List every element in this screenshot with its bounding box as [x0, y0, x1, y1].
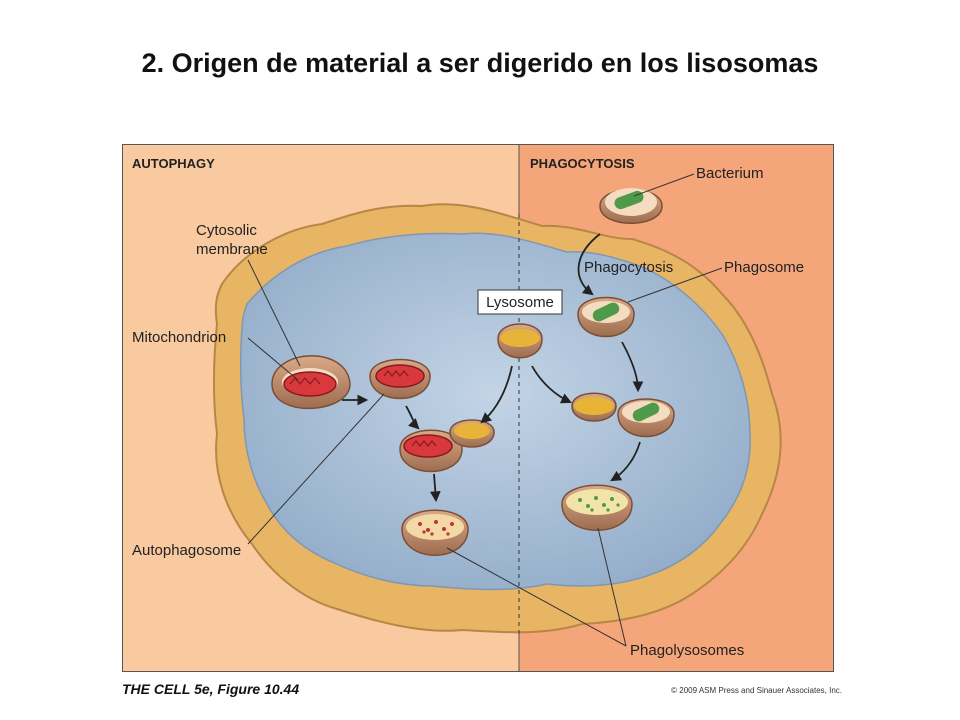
phagolysosomes-label: Phagolysosomes — [630, 642, 744, 659]
phagosome — [577, 296, 635, 338]
figure-panel: AUTOPHAGY PHAGOCYTOSIS — [122, 144, 834, 672]
arrow-lysosome-right — [531, 365, 572, 404]
phagocytosis-heading: PHAGOCYTOSIS — [530, 156, 635, 171]
autophagy-phagolysosome — [401, 509, 469, 556]
autophagosome — [369, 358, 431, 400]
mitochondrion-label: Mitochondrion — [132, 329, 226, 346]
membrane-wrapping-mitochondrion — [271, 355, 351, 410]
autophagy-heading: AUTOPHAGY — [132, 156, 215, 171]
phagosome-label: Phagosome — [724, 259, 804, 276]
phagocytosis-phagolysosome — [561, 484, 633, 531]
bacterium-engulfment — [599, 188, 663, 224]
lysosome — [497, 323, 543, 359]
arrow-autophagosome-to-fusion — [405, 405, 420, 430]
phagocytosis-label: Phagocytosis — [584, 259, 673, 276]
lysosome-label-box — [477, 289, 563, 315]
lysosome-label: Lysosome — [486, 294, 554, 311]
slide-title: 2. Origen de material a ser digerido en … — [141, 48, 819, 78]
arrow-fusion-to-digest — [429, 473, 441, 503]
bacterium-label: Bacterium — [696, 165, 764, 182]
arrow-bacterium-to-phagosome — [577, 233, 601, 296]
arrow-fusion-to-phagolysosome — [610, 441, 641, 482]
cytosolic-membrane-label-1: Cytosolic — [196, 222, 257, 239]
autophagosome-label: Autophagosome — [132, 542, 241, 559]
copyright-notice: © 2009 ASM Press and Sinauer Associates,… — [671, 686, 842, 695]
autophagosome-fusing-lysosome — [399, 419, 495, 473]
phagosome-fusing-lysosome — [571, 392, 675, 438]
figure-reference: THE CELL 5e, Figure 10.44 — [122, 681, 300, 697]
cytosolic-membrane-label-2: membrane — [196, 241, 268, 258]
arrow-phagosome-to-fusion — [621, 341, 644, 393]
arrow-lysosome-left — [480, 365, 513, 424]
